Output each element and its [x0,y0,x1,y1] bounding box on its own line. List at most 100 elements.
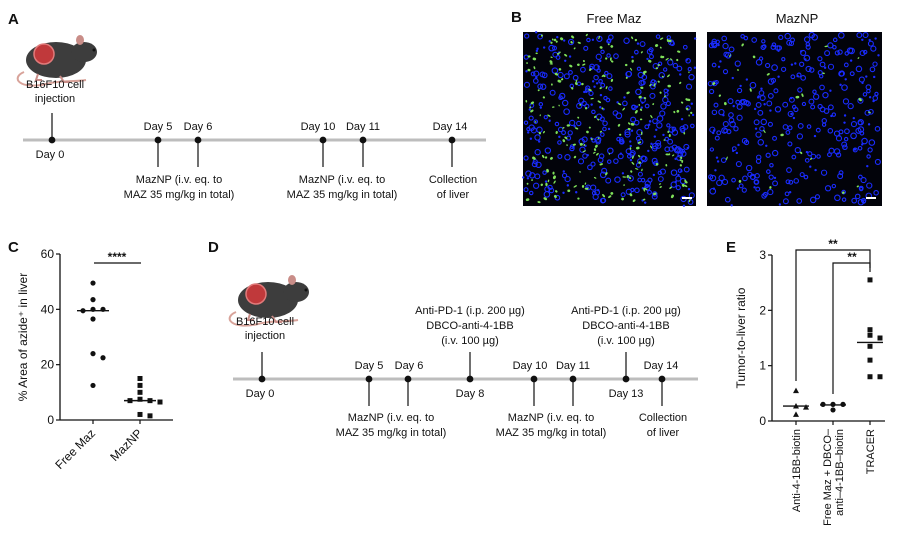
data-point [137,376,143,381]
azide-signal [640,86,644,89]
azide-signal [554,72,559,76]
azide-signal [841,191,845,194]
nucleus [736,114,743,121]
nucleus [659,110,666,117]
nucleus [867,40,874,47]
azide-signal [608,153,611,155]
azide-signal [583,144,586,146]
azide-signal [590,97,594,100]
nucleus [693,66,697,69]
nucleus [866,154,871,159]
azide-signal [640,51,643,54]
nucleus [753,186,756,189]
nucleus [569,145,575,152]
nucleus [838,170,844,176]
nucleus [710,40,718,48]
nucleus [657,170,663,176]
nucleus [633,49,639,55]
azide-signal [599,130,603,133]
nucleus [682,44,688,50]
day-label: Day 13 [609,388,644,400]
nucleus [606,53,611,58]
nucleus [759,94,766,102]
day-label: Day 10 [513,360,548,372]
nucleus [800,49,807,56]
nucleus [693,37,697,40]
nucleus [557,153,563,159]
azide-signal [530,101,535,105]
nucleus [567,130,573,136]
azide-signal [581,184,585,188]
nucleus [817,56,823,62]
nucleus [739,99,745,105]
data-point [137,396,143,402]
azide-signal [599,46,603,49]
nucleus [624,131,631,138]
azide-signal [555,131,558,134]
y-tick-label: 0 [47,413,54,427]
nucleus [526,177,530,180]
nucleus [766,100,773,107]
image-title-free-maz: Free Maz [587,11,642,26]
azide-signal [631,155,634,159]
nucleus [644,103,650,109]
nucleus [861,38,864,41]
nucleus [862,49,868,55]
nucleus [755,186,761,192]
nucleus [537,33,544,40]
nucleus [718,108,725,116]
nucleus [735,161,742,168]
nucleus [716,179,723,187]
nucleus [762,44,767,49]
nucleus [767,121,773,127]
nucleus [873,189,879,196]
nucleus [635,88,642,96]
azide-signal [624,63,628,67]
nucleus [722,69,729,75]
nucleus [857,120,863,126]
panel-c: C % Area of azide⁺ in liver 0204060Free … [8,239,173,472]
nucleus [683,143,690,150]
azide-signal [588,126,591,129]
nucleus [816,154,821,159]
nucleus [794,146,801,154]
nucleus [803,174,809,180]
nucleus [586,37,591,43]
azide-signal [801,93,804,98]
azide-signal [577,116,580,119]
nucleus [826,152,832,158]
nucleus [874,37,877,40]
day-label: Day 14 [433,121,468,133]
azide-signal [605,57,608,60]
collection-label: of liver [647,427,680,439]
azide-signal [663,139,666,141]
nucleus [690,123,695,129]
nucleus [736,87,743,94]
nucleus [815,127,821,133]
nucleus [765,144,768,147]
nucleus [644,124,650,130]
nucleus [814,168,817,172]
azide-signal [650,145,653,149]
nucleus [624,129,631,136]
nucleus [709,174,717,182]
nucleus [859,50,866,57]
azide-signal [579,103,582,106]
azide-signal [610,78,614,82]
nucleus [535,161,542,168]
data-point [793,411,799,417]
nucleus [868,38,871,42]
azide-signal [552,171,555,175]
azide-signal [631,36,634,40]
treatment-label: Anti-PD-1 (i.p. 200 µg) [415,305,525,317]
nucleus [844,78,847,81]
nucleus [774,106,782,113]
nucleus [714,135,720,141]
data-point [793,387,799,394]
data-point [867,327,873,333]
nucleus [629,140,632,143]
nucleus [690,102,694,105]
azide-signal [680,156,683,160]
nucleus [591,109,596,115]
azide-signal [582,60,585,63]
